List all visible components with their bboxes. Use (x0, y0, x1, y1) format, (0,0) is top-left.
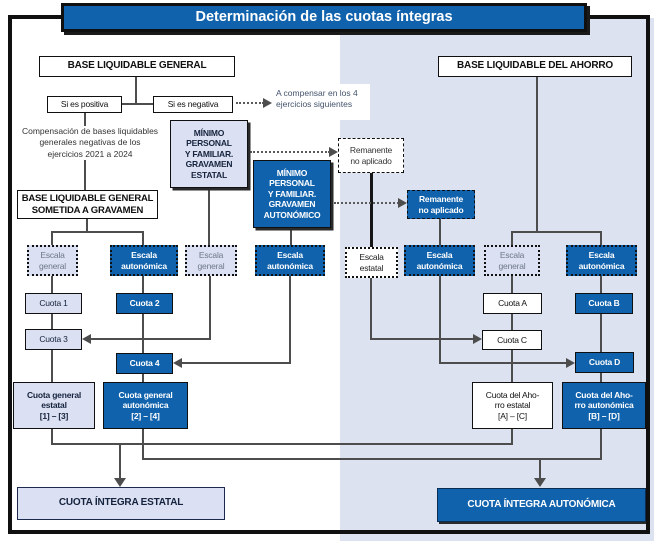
node-escala-autonomica-ahorro-2: Escala autonómica (566, 245, 637, 276)
dotted-connector (236, 102, 264, 104)
connector (135, 77, 137, 105)
node-remanente-no-aplicado-autonomico: Remanente no aplicado (407, 190, 475, 219)
connector (370, 173, 373, 248)
connector (142, 458, 602, 460)
connector (51, 350, 53, 382)
node-minimo-personal-estatal: MÍNIMO PERSONAL Y FAMILIAR. GRAVAMEN EST… (170, 120, 248, 188)
connector (511, 314, 513, 331)
connector (439, 362, 567, 364)
node-remanente-no-aplicado-estatal: Remanente no aplicado (338, 138, 404, 173)
connector (51, 231, 53, 246)
node-si-es-positiva: Si es positiva (47, 96, 122, 113)
connector (600, 231, 602, 246)
connector (600, 429, 602, 460)
node-cuota-d: Cuota D (575, 352, 634, 373)
node-cuota-4: Cuota 4 (116, 353, 173, 374)
node-base-liquidable-general: BASE LIQUIDABLE GENERAL (39, 56, 235, 77)
node-cuota-general-estatal: Cuota general estatal [1] – [3] (13, 382, 95, 429)
node-escala-autonomica-2: Escala autonómica (255, 245, 325, 276)
node-cuota-integra-estatal: CUOTA ÍNTEGRA ESTATAL (17, 487, 225, 520)
connector (142, 276, 144, 294)
connector (289, 276, 291, 364)
connector (511, 276, 513, 294)
connector (511, 231, 602, 233)
node-cuota-a: Cuota A (483, 293, 542, 314)
connector (181, 362, 291, 364)
node-base-sometida-gravamen: BASE LIQUIDABLE GENERAL SOMETIDA A GRAVA… (17, 190, 158, 219)
connector (600, 314, 602, 353)
connector (511, 231, 513, 246)
node-cuota-integra-autonomica: CUOTA ÍNTEGRA AUTONÓMICA (437, 488, 646, 522)
connector (52, 231, 144, 233)
label-a-compensar: A compensar en los 4 ejercicios siguient… (276, 88, 358, 110)
node-escala-general-1: Escala general (27, 245, 78, 276)
node-cuota-b: Cuota B (575, 293, 633, 314)
connector (142, 314, 144, 354)
arrowhead (473, 334, 482, 344)
node-cuota-2: Cuota 2 (116, 293, 173, 314)
dotted-connector (334, 202, 399, 204)
node-cuota-general-autonomica: Cuota general autonómica [2] – [4] (103, 382, 188, 429)
connector (600, 373, 602, 382)
arrowhead (114, 478, 126, 487)
connector (142, 231, 144, 246)
node-base-liquidable-ahorro: BASE LIQUIDABLE DEL AHORRO (438, 56, 632, 77)
arrowhead (263, 98, 272, 108)
connector (370, 338, 474, 340)
arrowhead (329, 147, 338, 157)
arrowhead (398, 198, 407, 208)
connector (439, 219, 441, 245)
connector (600, 276, 602, 294)
connector (536, 77, 538, 233)
connector (90, 338, 211, 340)
connector (51, 276, 53, 294)
connector (119, 443, 121, 479)
connector (122, 103, 154, 105)
node-cuota-3: Cuota 3 (25, 329, 82, 350)
arrowhead (82, 334, 91, 344)
connector (209, 276, 211, 340)
dotted-connector (250, 151, 330, 153)
text-backdrop (268, 84, 370, 120)
connector (439, 276, 441, 364)
connector (511, 429, 513, 445)
node-escala-estatal: Escala estatal (345, 247, 398, 278)
connector (51, 314, 53, 330)
label-compensacion: Compensación de bases liquidables genera… (10, 126, 170, 161)
connector (86, 219, 88, 232)
node-cuota-ahorro-estatal: Cuota del Aho- rro estatal [A] – [C] (472, 382, 553, 429)
node-escala-general-ahorro: Escala general (484, 245, 540, 276)
node-cuota-c: Cuota C (482, 330, 542, 350)
node-minimo-personal-autonomico: MÍNIMO PERSONAL Y FAMILIAR. GRAVAMEN AUT… (253, 160, 331, 228)
connector (370, 278, 372, 340)
right-panel-background (340, 18, 654, 541)
connector (208, 188, 210, 246)
arrowhead (566, 358, 575, 368)
connector (511, 350, 513, 382)
connector (51, 443, 513, 445)
node-si-es-negativa: Si es negativa (153, 96, 233, 113)
connector (142, 374, 144, 382)
arrowhead (534, 478, 546, 487)
node-cuota-ahorro-autonomica: Cuota del Aho- rro autonómica [B] – [D] (562, 382, 646, 429)
node-escala-autonomica-1: Escala autonómica (110, 245, 178, 276)
arrowhead (173, 358, 182, 368)
connector (539, 458, 541, 479)
connector (290, 228, 292, 246)
page-title: Determinación de las cuotas íntegras (61, 3, 587, 32)
node-cuota-1: Cuota 1 (25, 293, 82, 314)
node-escala-general-2: Escala general (185, 245, 237, 276)
connector (51, 429, 53, 445)
node-escala-autonomica-ahorro-1: Escala autonómica (404, 245, 475, 276)
